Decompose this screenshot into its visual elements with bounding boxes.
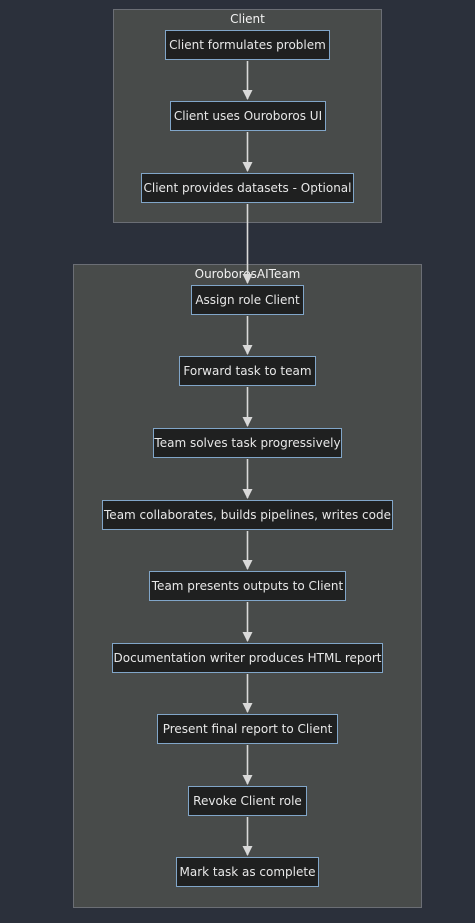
team-cluster-title: OuroborosAITeam <box>194 267 301 281</box>
node-assign-role-client: Assign role Client <box>191 285 304 315</box>
node-client-formulates-problem: Client formulates problem <box>165 30 330 60</box>
node-client-provides-datasets: Client provides datasets - Optional <box>141 173 354 203</box>
node-mark-task-complete: Mark task as complete <box>176 857 319 887</box>
node-team-solves-task: Team solves task progressively <box>153 428 342 458</box>
node-client-uses-ouroboros-ui: Client uses Ouroboros UI <box>170 101 326 131</box>
node-documentation-writer: Documentation writer produces HTML repor… <box>112 643 383 673</box>
node-team-presents-outputs: Team presents outputs to Client <box>149 571 346 601</box>
node-revoke-client-role: Revoke Client role <box>188 786 307 816</box>
client-cluster-title: Client <box>230 12 265 26</box>
node-team-collaborates: Team collaborates, builds pipelines, wri… <box>102 500 393 530</box>
node-present-final-report: Present final report to Client <box>157 714 338 744</box>
node-forward-task-to-team: Forward task to team <box>179 356 316 386</box>
